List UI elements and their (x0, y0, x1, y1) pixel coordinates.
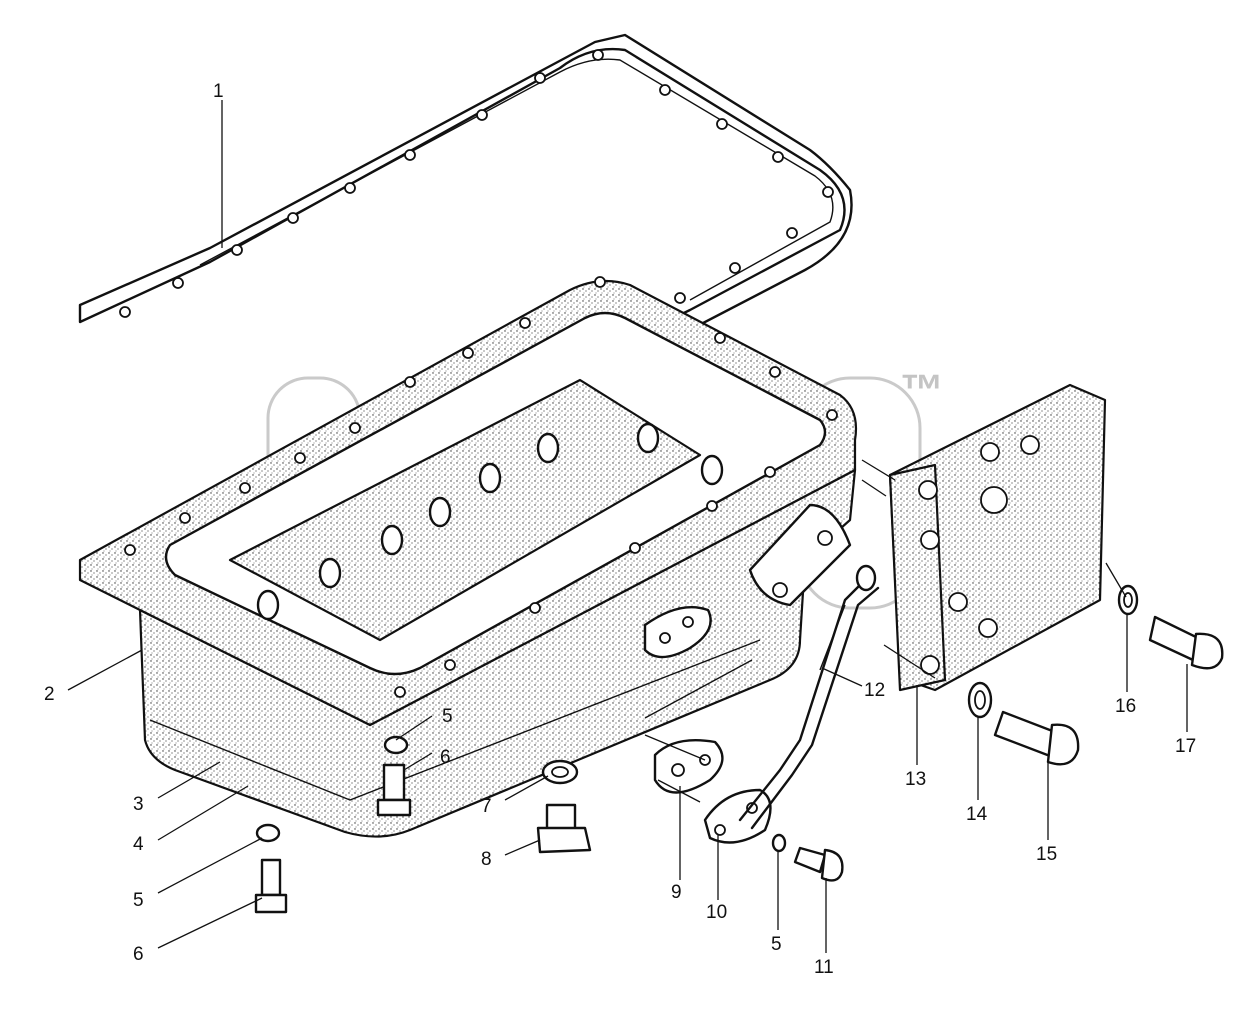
callout-5a: 5 (442, 706, 453, 727)
callout-2: 2 (44, 684, 55, 705)
callout-10: 10 (706, 902, 727, 923)
callout-7: 7 (481, 796, 492, 817)
callout-6b: 6 (133, 944, 144, 965)
bolt-washer-pan (376, 735, 412, 817)
callout-8: 8 (481, 849, 492, 870)
pan-flange-holes (124, 276, 838, 698)
washer-bolt-17 (1117, 584, 1224, 670)
callout-5c: 5 (771, 934, 782, 955)
drain-plug-assembly (536, 759, 592, 854)
callout-16: 16 (1115, 696, 1136, 717)
callout-15: 15 (1036, 844, 1057, 865)
oil-pan-part (78, 276, 858, 838)
cover-plate (888, 383, 1107, 692)
callout-17: 17 (1175, 736, 1196, 757)
callout-14: 14 (966, 804, 988, 825)
callout-labels: 1 2 3 4 5 6 5 6 7 8 9 10 5 11 12 13 14 1… (44, 81, 1196, 978)
dipstick-tube (738, 564, 880, 830)
callout-4: 4 (133, 834, 144, 855)
leader-lines (67, 100, 1188, 953)
callout-5b: 5 (133, 890, 144, 911)
callout-12: 12 (864, 680, 885, 701)
washer-bolt-15 (967, 681, 1080, 766)
bolt-washer-left (254, 823, 288, 914)
callout-13: 13 (905, 769, 926, 790)
callout-11: 11 (814, 957, 834, 978)
callout-6a: 6 (440, 747, 451, 768)
trademark-symbol: ™ (900, 366, 944, 415)
callout-9: 9 (671, 882, 682, 903)
callout-1: 1 (213, 81, 224, 102)
callout-3: 3 (133, 794, 144, 815)
pan-bosses (256, 422, 724, 621)
small-bolt-assembly (771, 833, 844, 882)
